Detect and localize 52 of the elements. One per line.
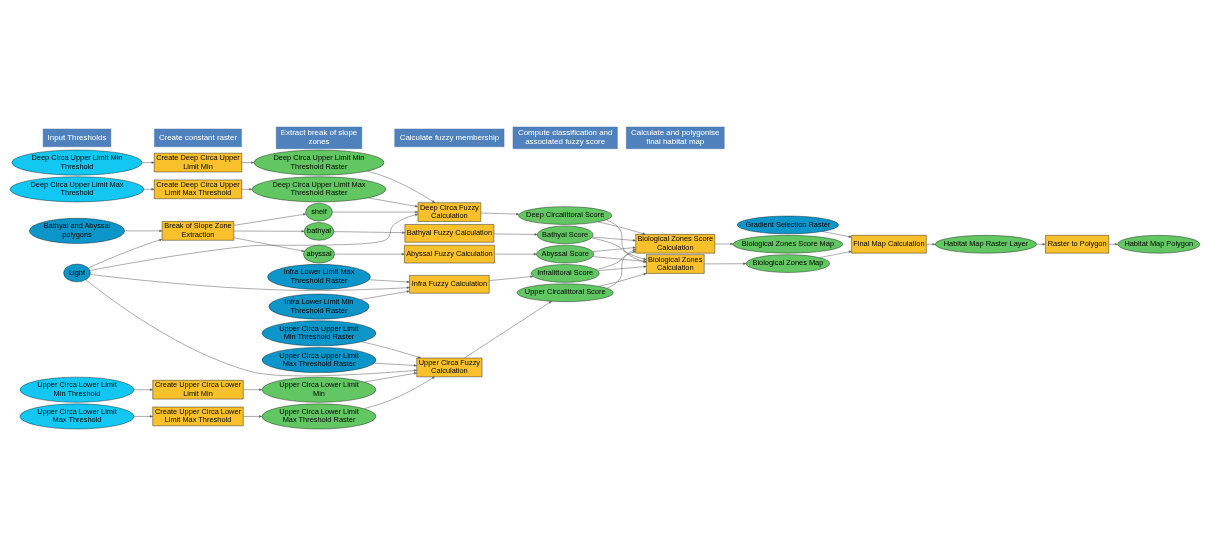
arrow <box>595 250 636 270</box>
arrow <box>333 230 406 234</box>
arrow <box>332 210 419 213</box>
arrow <box>363 376 435 409</box>
arrow <box>366 170 436 203</box>
arrow <box>142 161 155 164</box>
node-box: Extract break of slope zones <box>276 126 362 149</box>
arrow <box>243 414 263 418</box>
arrow <box>819 250 852 258</box>
arrow <box>363 371 417 382</box>
arrow <box>489 275 534 281</box>
arrow <box>592 236 636 241</box>
arrow <box>822 230 852 238</box>
arrow <box>591 237 647 260</box>
arrow <box>89 213 419 271</box>
arrow <box>704 262 747 265</box>
arrow <box>241 187 253 190</box>
node-box: Compute classification and associated fuzzy score <box>512 126 618 149</box>
arrow <box>88 238 163 268</box>
arrow <box>464 300 552 358</box>
node-box: Input Thresholds <box>42 128 112 147</box>
arrow <box>368 197 419 207</box>
arrow <box>361 341 422 358</box>
node-box: Calculate and polygonise final habitat map <box>626 126 725 149</box>
arrow <box>597 265 647 271</box>
arrow <box>143 187 155 190</box>
arrow <box>926 242 936 245</box>
arrow <box>241 161 254 164</box>
arrow <box>592 246 636 252</box>
arrow <box>494 252 537 255</box>
arrow <box>493 232 538 236</box>
arrow <box>374 362 417 367</box>
arrow <box>233 229 305 232</box>
arrow <box>233 237 305 252</box>
arrow <box>334 252 405 255</box>
arrow <box>133 388 153 391</box>
arrow <box>124 229 163 232</box>
arrow <box>480 212 520 215</box>
arrow <box>233 212 307 226</box>
arrow <box>1108 242 1118 245</box>
arrow <box>598 272 647 287</box>
arrow <box>606 248 636 289</box>
arrow <box>360 289 410 300</box>
arrow <box>133 414 153 418</box>
node-box: Calculate fuzzy membership <box>394 128 505 147</box>
arrow <box>243 388 263 391</box>
arrow <box>714 242 734 245</box>
arrow <box>368 279 410 283</box>
arrow <box>597 221 646 235</box>
node-box: Create constant raster <box>154 128 242 147</box>
arrow <box>1036 242 1046 245</box>
arrow <box>89 273 410 291</box>
